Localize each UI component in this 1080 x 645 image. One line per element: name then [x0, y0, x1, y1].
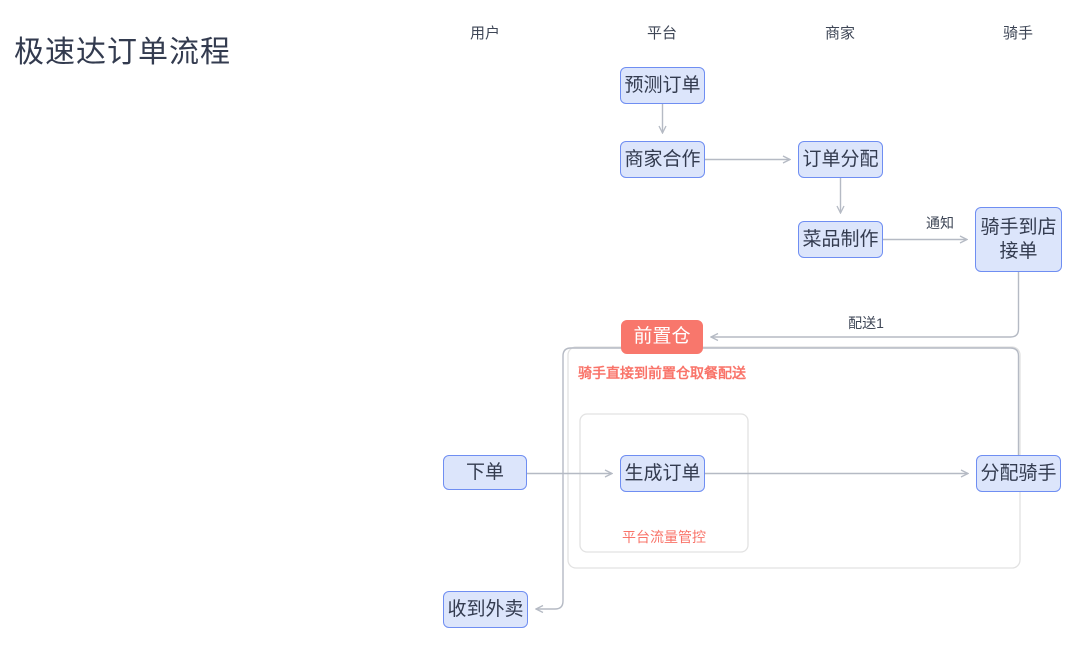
node-receive-takeout[interactable]: 收到外卖	[443, 591, 528, 628]
node-forecast-order[interactable]: 预测订单	[620, 67, 705, 104]
edge-label-delivery-1: 配送1	[844, 313, 888, 333]
cluster-platform-traffic-control	[579, 413, 749, 553]
cluster-label-platform-traffic-control: 平台流量管控	[622, 529, 706, 545]
lane-header-rider: 骑手	[1002, 25, 1034, 42]
lane-header-merchant: 商家	[824, 25, 856, 42]
cluster-label-rider-direct-pickup: 骑手直接到前置仓取餐配送	[578, 365, 746, 381]
node-front-warehouse[interactable]: 前置仓	[621, 320, 703, 354]
node-rider-arrive-store[interactable]: 骑手到店 接单	[975, 207, 1062, 272]
edge-rider-to-warehouse	[711, 272, 1020, 337]
page-title: 极速达订单流程	[14, 36, 231, 69]
node-merchant-cooperation[interactable]: 商家合作	[620, 141, 705, 178]
node-create-order[interactable]: 生成订单	[620, 455, 705, 492]
lane-header-platform: 平台	[646, 25, 678, 42]
edge-assign-rider-to-receive	[536, 347, 1020, 609]
node-order-assignment[interactable]: 订单分配	[798, 141, 883, 178]
node-place-order[interactable]: 下单	[443, 455, 527, 490]
node-dish-preparation[interactable]: 菜品制作	[798, 221, 883, 258]
lane-header-user: 用户	[469, 25, 501, 42]
node-assign-rider[interactable]: 分配骑手	[976, 455, 1061, 492]
edge-label-notify: 通知	[922, 213, 958, 233]
